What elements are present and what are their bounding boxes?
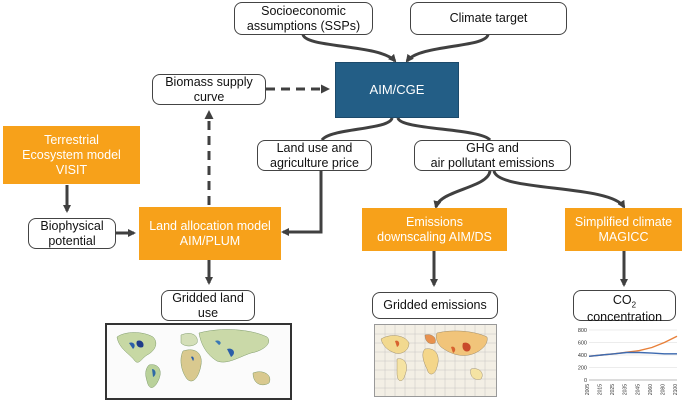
x-tick-label: 2080 bbox=[660, 384, 666, 395]
co2-label: CO bbox=[612, 293, 632, 307]
land-use-map bbox=[105, 323, 292, 400]
ssp-node: Socioeconomic assumptions (SSPs) bbox=[234, 2, 373, 35]
series-line-2 bbox=[588, 351, 677, 357]
arrow-landprice-to-plum bbox=[281, 171, 323, 236]
arrow-cge-to-ghg bbox=[396, 117, 492, 142]
co2-subscript: 2 bbox=[631, 300, 637, 310]
y-tick-label: 600 bbox=[578, 341, 587, 347]
x-tick-label: 2060 bbox=[648, 384, 654, 395]
arrow-ghg-to-ds bbox=[433, 170, 492, 209]
x-tick-label: 2015 bbox=[598, 384, 604, 395]
climate-target-node: Climate target bbox=[410, 2, 567, 35]
arrow-target-to-cge bbox=[405, 33, 490, 63]
concentration-label: concentration bbox=[586, 310, 663, 325]
simplified-climate-node: Simplified climate MAGICC bbox=[565, 208, 682, 251]
arrow-ssp-to-cge bbox=[301, 33, 397, 63]
ghg-emissions-node: GHG and air pollutant emissions bbox=[414, 140, 571, 171]
biophysical-potential-node: Biophysical potential bbox=[28, 218, 116, 249]
x-tick-label: 2035 bbox=[623, 384, 629, 395]
x-tick-label: 2025 bbox=[610, 384, 616, 395]
land-allocation-node: Land allocation model AIM/PLUM bbox=[139, 207, 281, 260]
emissions-map-graphic bbox=[375, 325, 496, 396]
emissions-downscaling-node: Emissions downscaling AIM/DS bbox=[362, 208, 507, 251]
gridded-emissions-node: Gridded emissions bbox=[372, 292, 498, 319]
arrow-ghg-to-magicc bbox=[492, 170, 626, 209]
x-tick-label: 2100 bbox=[673, 384, 679, 395]
co2-concentration-node: CO2 concentration bbox=[573, 290, 676, 325]
terrestrial-ecosystem-node: Terrestrial Ecosystem model VISIT bbox=[3, 126, 140, 184]
x-tick-label: 2005 bbox=[585, 384, 591, 395]
land-use-price-node: Land use and agriculture price bbox=[257, 140, 372, 171]
y-tick-label: 0 bbox=[584, 378, 587, 384]
aim-cge-node: AIM/CGE bbox=[335, 62, 459, 118]
land-use-map-graphic bbox=[116, 329, 271, 388]
co2-chart: 0 200 400 600 800 2005 2015 2025 2035 2045 2060 208… bbox=[578, 328, 679, 395]
emissions-map bbox=[374, 324, 497, 397]
biomass-supply-node: Biomass supply curve bbox=[152, 74, 266, 105]
arrow-cge-to-landprice bbox=[320, 117, 394, 142]
x-tick-label: 2045 bbox=[635, 384, 641, 395]
y-tick-label: 200 bbox=[578, 366, 587, 372]
y-tick-label: 400 bbox=[578, 353, 587, 359]
y-tick-label: 800 bbox=[578, 328, 587, 334]
gridded-land-use-node: Gridded land use bbox=[161, 290, 255, 321]
